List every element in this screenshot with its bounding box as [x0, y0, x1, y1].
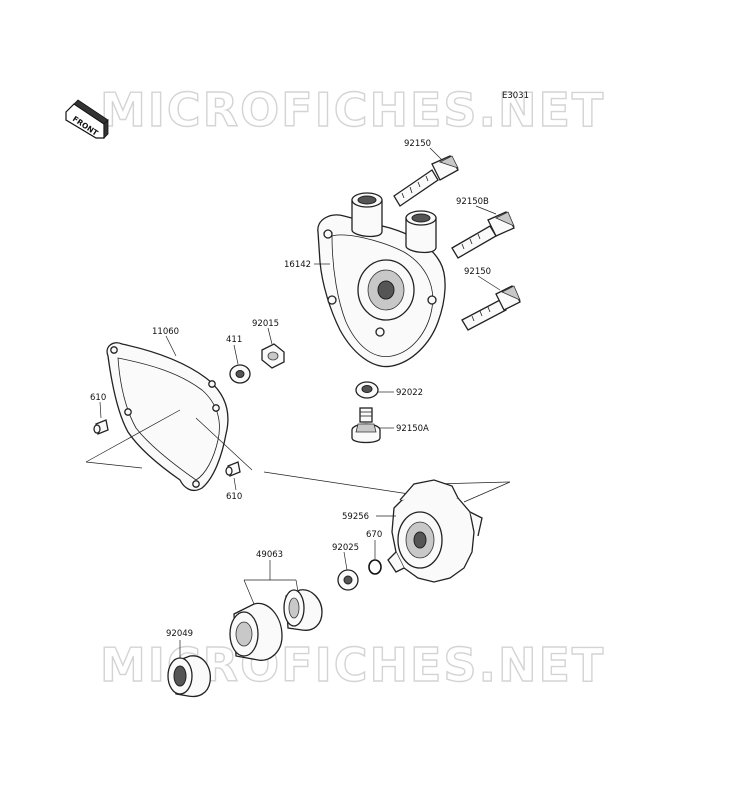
label-92150A: 92150A [396, 424, 429, 434]
label-92049: 92049 [166, 629, 193, 639]
front-arrow-icon: FRONT [65, 99, 109, 139]
nut-92015 [261, 343, 285, 369]
pump-cover-16142 [317, 192, 446, 368]
bolt-92150-top [393, 155, 459, 207]
washer-92025 [337, 569, 359, 591]
oil-seal-92049 [167, 655, 211, 698]
dowel-pin-610-left [93, 419, 109, 435]
label-11060: 11060 [152, 327, 179, 337]
label-92150B: 92150B [456, 197, 489, 207]
washer-411 [229, 364, 251, 384]
washer-92022 [355, 381, 379, 399]
label-92015: 92015 [252, 319, 279, 329]
ref-line-2 [85, 461, 143, 469]
mechanical-seal-49063 [229, 589, 323, 661]
label-49063: 49063 [256, 550, 283, 560]
dowel-pin-610-bottom [225, 461, 241, 477]
ref-line-1 [85, 409, 181, 463]
o-ring-670 [368, 559, 382, 575]
impeller-59256 [387, 479, 483, 583]
ref-line-3 [195, 417, 253, 471]
label-92150-top: 92150 [404, 139, 431, 149]
bolt-92150B [451, 211, 515, 259]
bolt-92150-mid [461, 285, 521, 331]
label-92150-mid: 92150 [464, 267, 491, 277]
label-610-bottom: 610 [226, 492, 242, 502]
label-92022: 92022 [396, 388, 423, 398]
label-411: 411 [226, 335, 242, 345]
watermark-top: MICROFICHES.NET [100, 83, 605, 137]
ref-line-6 [463, 481, 511, 503]
label-610-left: 610 [90, 393, 106, 403]
diagram-code: E3031 [502, 91, 529, 101]
bolt-92150A [351, 407, 381, 444]
label-670: 670 [366, 530, 382, 540]
label-16142: 16142 [284, 260, 311, 270]
label-92025: 92025 [332, 543, 359, 553]
label-59256: 59256 [342, 512, 369, 522]
